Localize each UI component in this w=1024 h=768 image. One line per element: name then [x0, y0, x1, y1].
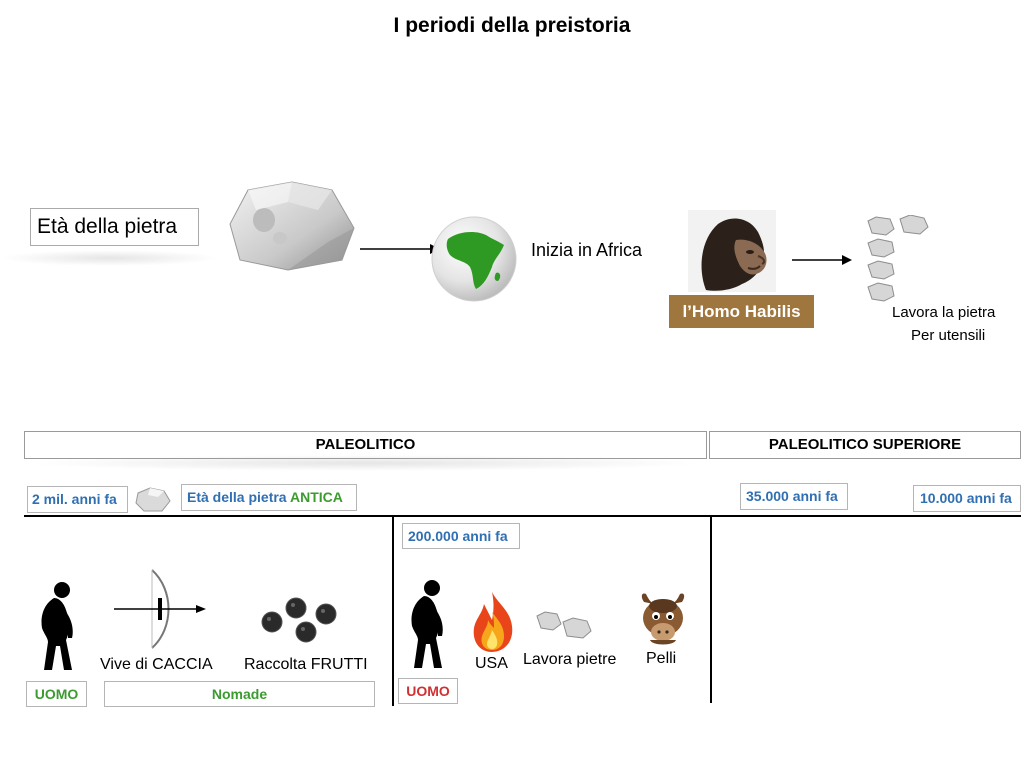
- lavora-label-2: Per utensili: [911, 327, 986, 344]
- caveman-silhouette-icon: [36, 580, 84, 672]
- eta-pietra-label: Età della pietra: [30, 208, 199, 246]
- homo-habilis-portrait: [688, 210, 776, 292]
- arrow-icon: [360, 243, 440, 255]
- arrow-icon: [792, 254, 852, 266]
- date-10000: 10.000 anni fa: [913, 485, 1021, 512]
- stone-tools-icon: [866, 215, 930, 305]
- eta-antica-word: ANTICA: [289, 489, 343, 505]
- lavora-label-1: Lavora la pietra: [892, 304, 996, 321]
- lavora-pietre-label: Lavora pietre: [523, 651, 617, 668]
- frutti-label: Raccolta FRUTTI: [244, 656, 368, 673]
- caveman-silhouette-icon: [406, 578, 454, 670]
- paleolitico-header: PALEOLITICO: [24, 431, 707, 459]
- paleolitico-superiore-header: PALEOLITICO SUPERIORE: [709, 431, 1021, 459]
- divider-right: [710, 517, 712, 703]
- inizia-africa-label: Inizia in Africa: [531, 240, 643, 260]
- date-200000: 200.000 anni fa: [402, 523, 520, 549]
- usa-label: USA: [475, 655, 508, 672]
- stones-icon: [535, 610, 593, 640]
- bow-arrow-icon: [112, 568, 208, 650]
- header-shadow: [24, 455, 708, 471]
- divider-left: [392, 517, 394, 706]
- bison-icon: [638, 592, 688, 648]
- homo-habilis-badge: l’Homo Habilis: [669, 295, 814, 328]
- berries-icon: [258, 596, 342, 646]
- eta-antica-box: Età della pietra ANTICA: [181, 484, 357, 511]
- timeline-axis: [24, 515, 1021, 517]
- page-title: I periodi della preistoria: [393, 14, 631, 37]
- nomade-badge: Nomade: [104, 681, 375, 707]
- date-35000: 35.000 anni fa: [740, 483, 848, 510]
- caccia-label: Vive di CACCIA: [100, 656, 213, 673]
- uomo-left-badge: UOMO: [26, 681, 87, 707]
- date-2-mil: 2 mil. anni fa: [27, 486, 128, 513]
- rock-icon: [228, 180, 360, 272]
- label-shadow: [0, 250, 220, 266]
- eta-antica-prefix: Età della pietra: [187, 489, 287, 505]
- rock-icon: [134, 487, 172, 513]
- uomo-mid-badge: UOMO: [398, 678, 458, 704]
- pelli-label: Pelli: [646, 650, 677, 667]
- fire-icon: [470, 590, 516, 654]
- globe-africa-icon: [430, 215, 518, 303]
